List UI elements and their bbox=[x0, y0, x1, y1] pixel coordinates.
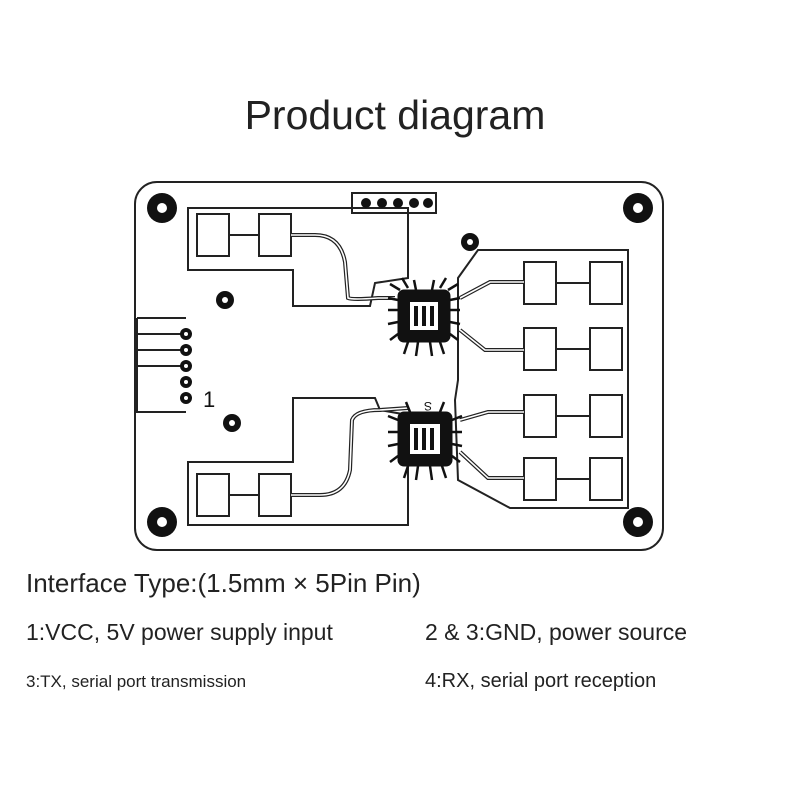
left-top-antenna-region bbox=[187, 207, 409, 307]
antenna-patch bbox=[589, 394, 623, 438]
antenna-patch bbox=[196, 213, 230, 257]
antenna-patch bbox=[523, 327, 557, 371]
antenna-patch bbox=[258, 213, 292, 257]
chip-marker: S bbox=[424, 399, 432, 413]
antenna-patch bbox=[523, 394, 557, 438]
left-bottom-antenna-region bbox=[187, 397, 409, 526]
pin4-description: 4:RX, serial port reception bbox=[425, 670, 657, 692]
right-antenna-region bbox=[453, 249, 629, 509]
page-title: Product diagram bbox=[244, 92, 546, 138]
antenna-patch bbox=[258, 473, 292, 517]
antenna-patch bbox=[589, 327, 623, 371]
radar-chip-bottom bbox=[387, 401, 463, 481]
pin1-description: 1:VCC, 5V power supply input bbox=[26, 619, 333, 645]
interface-type-label: Interface Type:(1.5mm × 5Pin Pin) bbox=[26, 568, 421, 598]
pin23-description: 2 & 3:GND, power source bbox=[425, 619, 688, 645]
board-outline bbox=[134, 181, 664, 551]
radar-chip-top bbox=[387, 277, 461, 357]
pin1-marker: 1 bbox=[203, 387, 215, 412]
antenna-patch bbox=[589, 261, 623, 305]
antenna-patch bbox=[589, 457, 623, 501]
antenna-patch bbox=[196, 473, 230, 517]
pin3-description: 3:TX, serial port transmission bbox=[26, 672, 247, 691]
antenna-patch bbox=[523, 457, 557, 501]
antenna-patch bbox=[523, 261, 557, 305]
mounting-holes bbox=[147, 193, 653, 537]
top-header-connector bbox=[351, 192, 437, 214]
vias bbox=[216, 233, 479, 432]
header-pins bbox=[361, 198, 433, 208]
